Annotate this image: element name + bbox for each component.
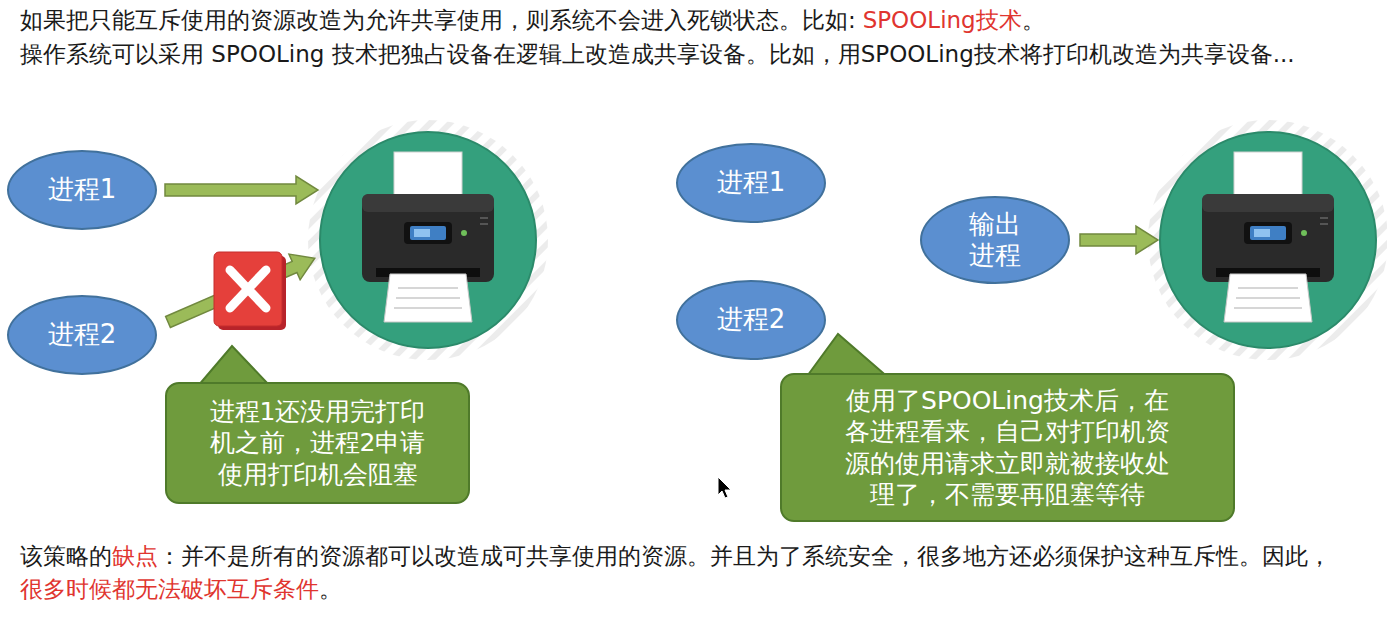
process-label: 进程1 [717, 167, 786, 198]
body-text: 。 [319, 576, 342, 602]
highlight-text: 缺点 [112, 543, 158, 569]
block-arrow [162, 245, 320, 334]
text-paragraph: 如果把只能互斥使用的资源改造为允许共享使用，则系统不会进入死锁状态。比如: SPO… [20, 4, 1365, 37]
callout-box: 使用了SPOOLing技术后，在各进程看来，自己对打印机资源的使用请求立即就被接… [780, 373, 1235, 522]
process-ellipse: 进程1 [7, 150, 157, 230]
block-arrow [165, 176, 318, 204]
mouse-cursor [718, 477, 731, 498]
callout-text: 使用了SPOOLing技术后，在各进程看来，自己对打印机资源的使用请求立即就被接… [837, 385, 1178, 510]
body-text: ：并不是所有的资源都可以改造成可共享使用的资源。并且为了系统安全，很多地方还必须… [158, 543, 1331, 569]
process-ellipse: 进程1 [676, 143, 826, 223]
process-ellipse: 输出 进程 [920, 196, 1070, 284]
process-label: 进程1 [48, 174, 117, 205]
highlight-text: 很多时候都无法破坏互斥条件 [20, 576, 319, 602]
process-label: 进程2 [717, 304, 786, 335]
highlight-text: SPOOLing技术 [863, 7, 1022, 33]
process-ellipse: 进程2 [7, 295, 157, 375]
callout-text: 进程1还没用完打印机之前，进程2申请使用打印机会阻塞 [204, 396, 431, 490]
text-paragraph: 操作系统可以采用 SPOOLing 技术把独占设备在逻辑上改造成共享设备。比如，… [20, 38, 1340, 71]
body-text: 如果把只能互斥使用的资源改造为允许共享使用，则系统不会进入死锁状态。比如: [20, 7, 856, 33]
process-label: 输出 进程 [965, 209, 1025, 271]
body-text: 该策略的 [20, 543, 112, 569]
printer-icon [1148, 120, 1387, 360]
callout-box: 进程1还没用完打印机之前，进程2申请使用打印机会阻塞 [165, 382, 470, 504]
text-paragraph: 该策略的缺点：并不是所有的资源都可以改造成可共享使用的资源。并且为了系统安全，很… [20, 540, 1350, 606]
process-ellipse: 进程2 [676, 280, 826, 360]
body-text: 操作系统可以采用 SPOOLing 技术把独占设备在逻辑上改造成共享设备。比如，… [20, 41, 1295, 67]
body-text: 。 [1022, 7, 1045, 33]
callout-pointer [198, 346, 270, 386]
blocked-cross [214, 252, 286, 330]
printer-icon [308, 120, 548, 360]
process-label: 进程2 [48, 319, 117, 350]
block-arrow [1080, 226, 1158, 254]
